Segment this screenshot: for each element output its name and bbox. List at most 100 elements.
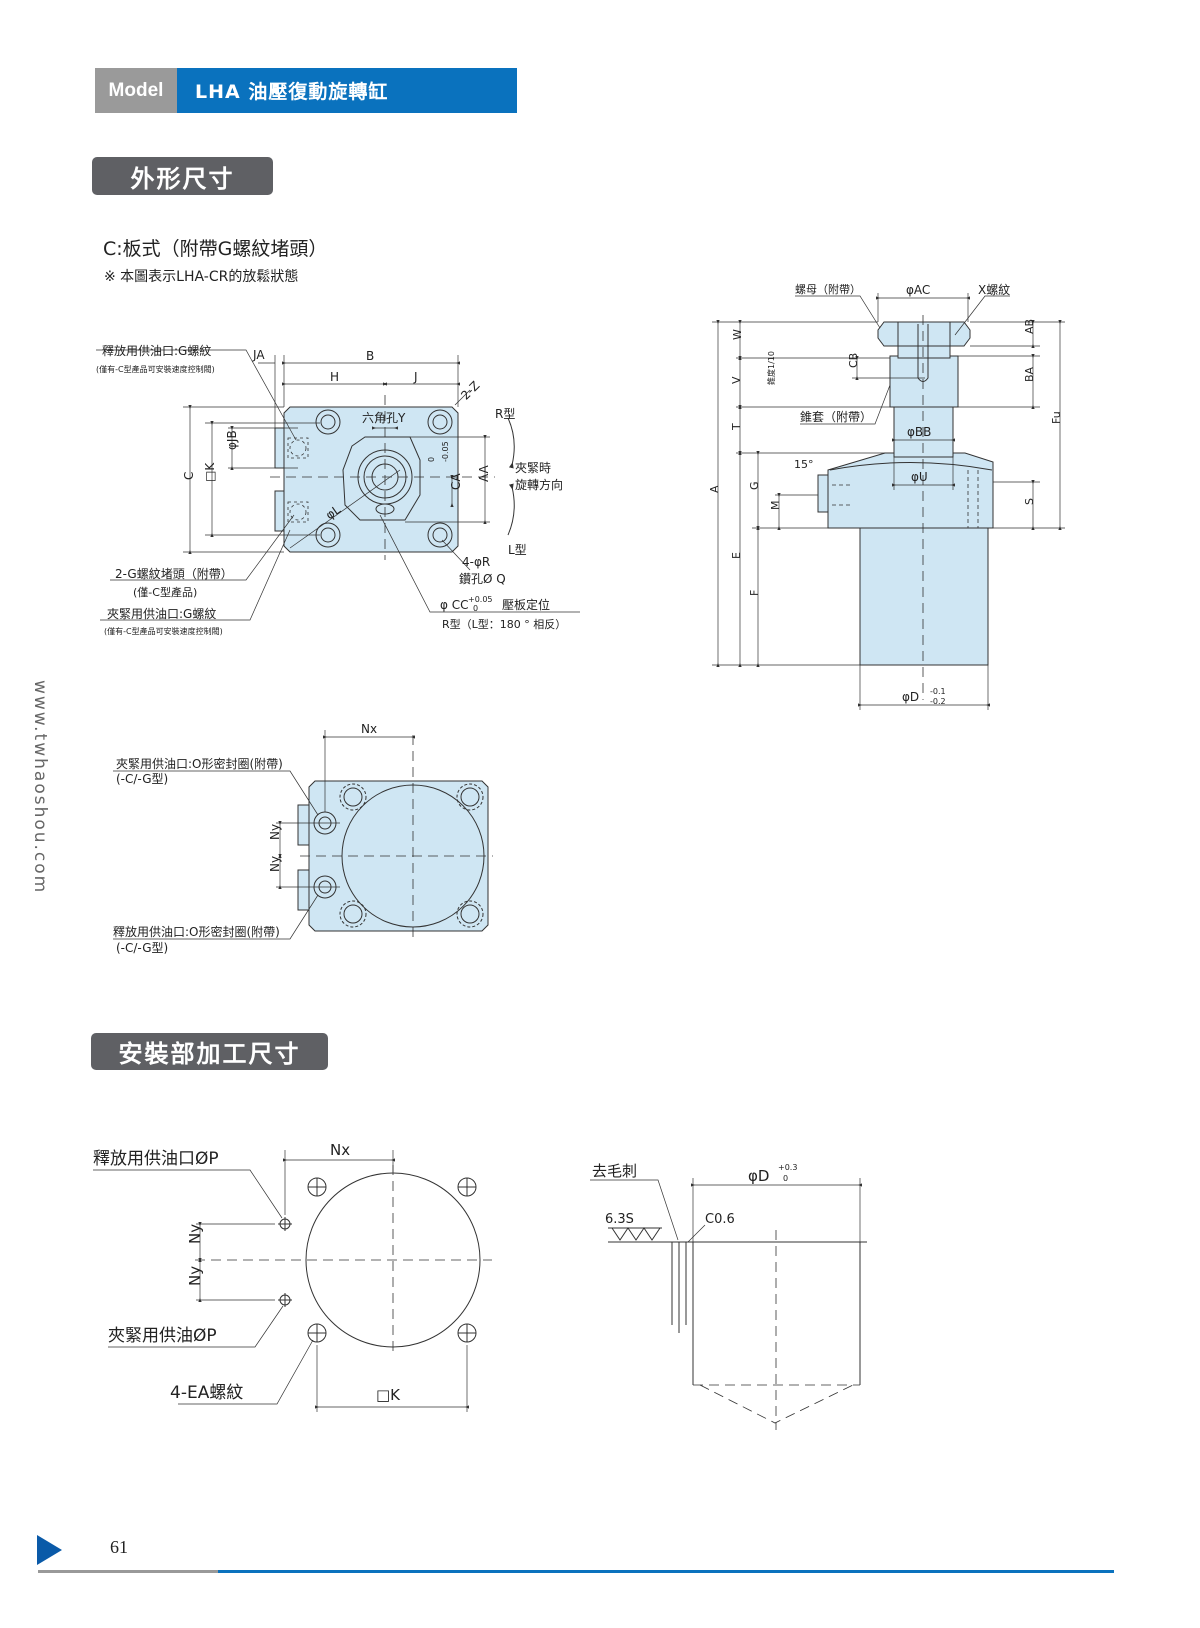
dim-Ny-lower: Ny [268, 856, 282, 872]
dim-Fu: Fu [1050, 411, 1063, 424]
dim-S: S [1023, 498, 1036, 505]
dim-CC-upper: +0.05 [468, 595, 493, 604]
plate-position-label: 壓板定位 [502, 597, 550, 612]
thread-X-label: X螺紋 [978, 283, 1010, 297]
clamp-arm-outline [342, 436, 421, 521]
clamp-rotation-label-1: 夾緊時 [515, 461, 551, 475]
dim-CC: φ CC [440, 598, 469, 612]
plug-label: 2-G螺紋堵頭（附帶） [115, 567, 233, 581]
piston-rod [893, 406, 954, 458]
section-title-install: 安裝部加工尺寸 [91, 1033, 328, 1070]
release-oring-type: (-C/-G型) [116, 941, 168, 955]
dim-Ny-upper: Ny [186, 1224, 204, 1244]
footer-rule-gray [38, 1570, 218, 1573]
chamfer-label: C0.6 [705, 1212, 735, 1227]
dim-B: B [366, 349, 374, 363]
dim-C: C [182, 472, 196, 480]
angle-label: 15° [794, 458, 814, 471]
page-number: 61 [110, 1537, 128, 1557]
dim-G: G [748, 481, 761, 490]
l-type-label: L型 [508, 543, 527, 557]
dim-J: J [413, 370, 418, 384]
clamp-oring-type: (-C/-G型) [116, 772, 168, 786]
dim-CB: CB [847, 353, 860, 368]
dim-U: φU [911, 470, 928, 484]
dim-BB: φBB [907, 425, 931, 439]
footer-rule-blue [218, 1570, 1114, 1573]
side-view: 螺母（附帶） φAC X螺紋 W V 錐度1/10 T A E G M F CB… [708, 282, 1065, 710]
collet-label: 錐套（附帶） [800, 409, 872, 424]
clamp-port-label: 夾緊用供油口:G螺紋 [107, 607, 216, 621]
side-port-boss [817, 474, 830, 513]
hex-hole-label: 六角孔Y [362, 411, 406, 425]
dim-JA: JA [252, 348, 265, 362]
nut [877, 321, 971, 347]
dim-AB: AB [1023, 319, 1036, 334]
dim-M: M [769, 501, 782, 511]
taper-label: 錐度1/10 [766, 351, 776, 385]
clamp-port-label: 夾緊用供油ØP [108, 1326, 217, 1346]
roughness-label: 6.3S [605, 1212, 634, 1227]
dim-T: T [730, 423, 743, 431]
dim-BA: BA [1023, 366, 1036, 382]
model-header: Model LHA 油壓復動旋轉缸 [95, 68, 517, 113]
release-port-note: (僅有-C型產品可安裝速度控制閥) [96, 364, 215, 374]
r-type-note: R型（L型：180 ° 相反） [442, 617, 566, 631]
dim-E: E [730, 552, 743, 559]
section-title-outline: 外形尺寸 [92, 157, 273, 195]
dim-V: V [730, 376, 743, 384]
base-plate [283, 406, 459, 553]
plug-note: (僅-C型產品) [133, 585, 197, 599]
dim-Nx: Nx [361, 722, 377, 736]
dim-Nx: Nx [330, 1141, 350, 1159]
bottom-view: Nx Ny Ny 夾緊用供油口:O形密封圈(附帶) (-C/-G型) 釋放用供油… [113, 722, 493, 955]
release-port-label: 釋放用供油口:G螺紋 [102, 343, 211, 358]
clamp-arm [827, 452, 994, 529]
dim-F: F [748, 590, 761, 596]
dim-W: W [731, 329, 744, 340]
r-type-label: R型 [495, 407, 515, 421]
watermark: www.twhaoshou.com [30, 680, 50, 895]
dim-K: □K [376, 1386, 401, 1404]
dim-D-lower: 0 [783, 1174, 788, 1183]
install-view: 釋放用供油口ØP 夾緊用供油ØP 4-EA螺紋 Nx Ny Ny □K 去毛刺 … [93, 1141, 867, 1430]
release-port-label: 釋放用供油口ØP [93, 1149, 219, 1169]
dim-AC: φAC [906, 283, 930, 297]
clamp-rotation-label-2: 旋轉方向 [515, 477, 563, 492]
dim-CA-tol0: 0 [427, 457, 436, 462]
model-title: LHA 油壓復動旋轉缸 [195, 81, 389, 103]
nut-neck [897, 345, 951, 359]
dim-AA: AA [477, 464, 491, 482]
cylinder-body [859, 527, 989, 666]
clamp-oring-label: 夾緊用供油口:O形密封圈(附帶) [116, 756, 283, 771]
dim-D-upper: -0.1 [930, 687, 946, 696]
dim-CA-tol: -0.05 [441, 441, 450, 462]
dim-CC-lower: 0 [473, 604, 478, 613]
model-label: Model [95, 68, 177, 113]
dim-Q: 鑽孔Ø Q [459, 571, 506, 586]
release-oring-label: 釋放用供油口:O形密封圈(附帶) [113, 924, 280, 939]
bolt-holes [315, 409, 453, 548]
ea-thread-holes [307, 1177, 477, 1343]
outline-subtitle: C:板式（附帶G螺紋堵頭） [103, 238, 328, 260]
plan-view: 釋放用供油口:G螺紋 (僅有-C型產品可安裝速度控制閥) 2-G螺紋堵頭（附帶）… [96, 343, 580, 636]
dim-D: φD [902, 690, 919, 704]
dim-Ny-upper: Ny [268, 824, 282, 840]
clamp-port-note: (僅有-C型產品可安裝速度控制閥) [104, 626, 223, 636]
dim-H: H [330, 370, 339, 384]
dim-D-lower: -0.2 [930, 697, 946, 706]
dim-D: φD [748, 1167, 769, 1185]
dim-K: □K [203, 462, 217, 482]
ea-thread-label: 4-EA螺紋 [170, 1383, 243, 1403]
nut-label: 螺母（附帶） [795, 282, 861, 296]
deburr-label: 去毛刺 [592, 1162, 637, 1180]
dim-CA: CA [449, 473, 463, 490]
dim-D-upper: +0.3 [778, 1163, 797, 1172]
dim-R: 4-φR [462, 555, 490, 569]
dim-A: A [708, 485, 721, 493]
outline-note: ※ 本圖表示LHA-CR的放鬆狀態 [104, 269, 299, 285]
dim-JB: φJB [225, 430, 239, 450]
page-marker-icon [37, 1535, 62, 1565]
dim-Ny-lower: Ny [186, 1266, 204, 1286]
